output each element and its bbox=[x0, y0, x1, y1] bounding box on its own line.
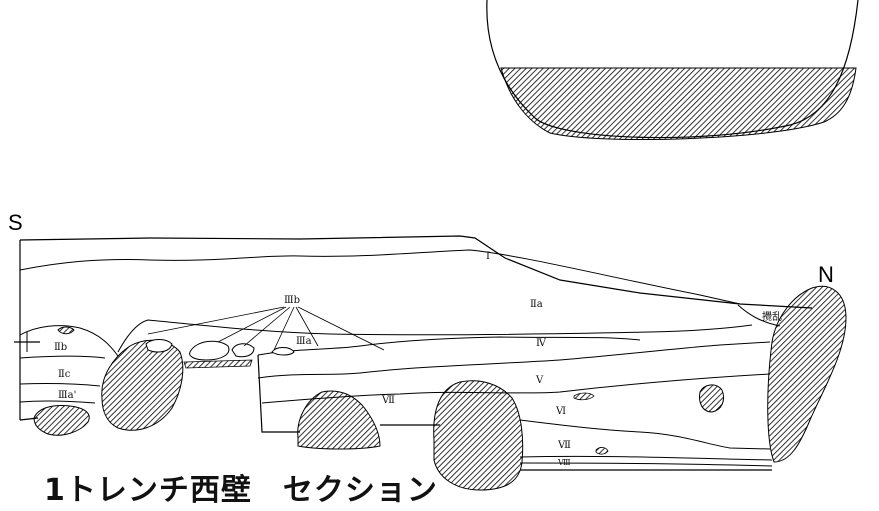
layer-label-IV: Ⅳ bbox=[536, 338, 546, 349]
north-label: N bbox=[818, 262, 834, 287]
boundary-IIIa bbox=[257, 336, 641, 356]
layer-label-IIb: Ⅱb bbox=[54, 342, 68, 353]
stone-large-center bbox=[433, 380, 524, 491]
stone-IIIb-b bbox=[231, 343, 255, 358]
trench-floor-mid bbox=[257, 354, 300, 433]
boundary-IV-V bbox=[257, 341, 771, 379]
boundary-VII-VIII bbox=[519, 455, 773, 461]
boundary-IIa-IV bbox=[117, 319, 753, 353]
boundary-IIIa-prime-floor bbox=[19, 400, 96, 404]
layer-label-I: I bbox=[486, 251, 490, 262]
stone-north-wall bbox=[767, 286, 847, 463]
boundary-IIc-IIIa-prime bbox=[19, 383, 101, 387]
stone-IIIb-small-left bbox=[145, 339, 173, 353]
boundary-VI-VII bbox=[519, 419, 771, 450]
stone-bottom-left bbox=[33, 405, 90, 436]
layer-label-VI: Ⅵ bbox=[556, 406, 567, 417]
layer-label-disturbance: 攪乱 bbox=[762, 312, 782, 323]
stone-large-left bbox=[101, 339, 184, 431]
boundary-VIII-floor bbox=[519, 462, 773, 467]
stone-IIb-small bbox=[57, 326, 75, 335]
layer-label-IIIa-prime: Ⅲa' bbox=[58, 390, 77, 401]
south-label: S bbox=[8, 210, 23, 235]
mound-IIb-outline bbox=[19, 325, 119, 357]
stone-right-small bbox=[699, 384, 725, 413]
stone-VII-left bbox=[297, 390, 381, 450]
stone-VII-small bbox=[595, 447, 609, 455]
boundary-I-IIa bbox=[19, 249, 741, 305]
stone-IIIb-c bbox=[271, 347, 295, 356]
layer-label-IIc: Ⅱc bbox=[58, 369, 71, 380]
layer-label-IIa: Ⅱa bbox=[530, 299, 543, 310]
layer-label-VII-left: Ⅶ bbox=[382, 395, 395, 406]
layer-label-V: V bbox=[536, 375, 544, 386]
ground-surface-line bbox=[19, 235, 813, 309]
layer-label-VIII: Ⅷ bbox=[558, 458, 571, 467]
IIIb-leader-lines bbox=[147, 306, 385, 351]
trench-floor-right bbox=[380, 424, 772, 471]
stone-VI-small bbox=[573, 392, 595, 401]
boundary-IIb-IIc bbox=[19, 355, 106, 359]
stone-IIIb-a bbox=[189, 340, 230, 361]
disturbance-outline bbox=[737, 304, 781, 327]
layer-label-IIIb: Ⅲb bbox=[284, 295, 301, 306]
upper-feature-fill bbox=[500, 67, 857, 141]
figure-caption: 1トレンチ西壁 セクション bbox=[44, 473, 438, 508]
layer-label-IIIa: Ⅲa bbox=[296, 336, 312, 347]
layer-label-VII-right: Ⅶ bbox=[558, 440, 571, 451]
stone-flat-center bbox=[183, 359, 253, 369]
